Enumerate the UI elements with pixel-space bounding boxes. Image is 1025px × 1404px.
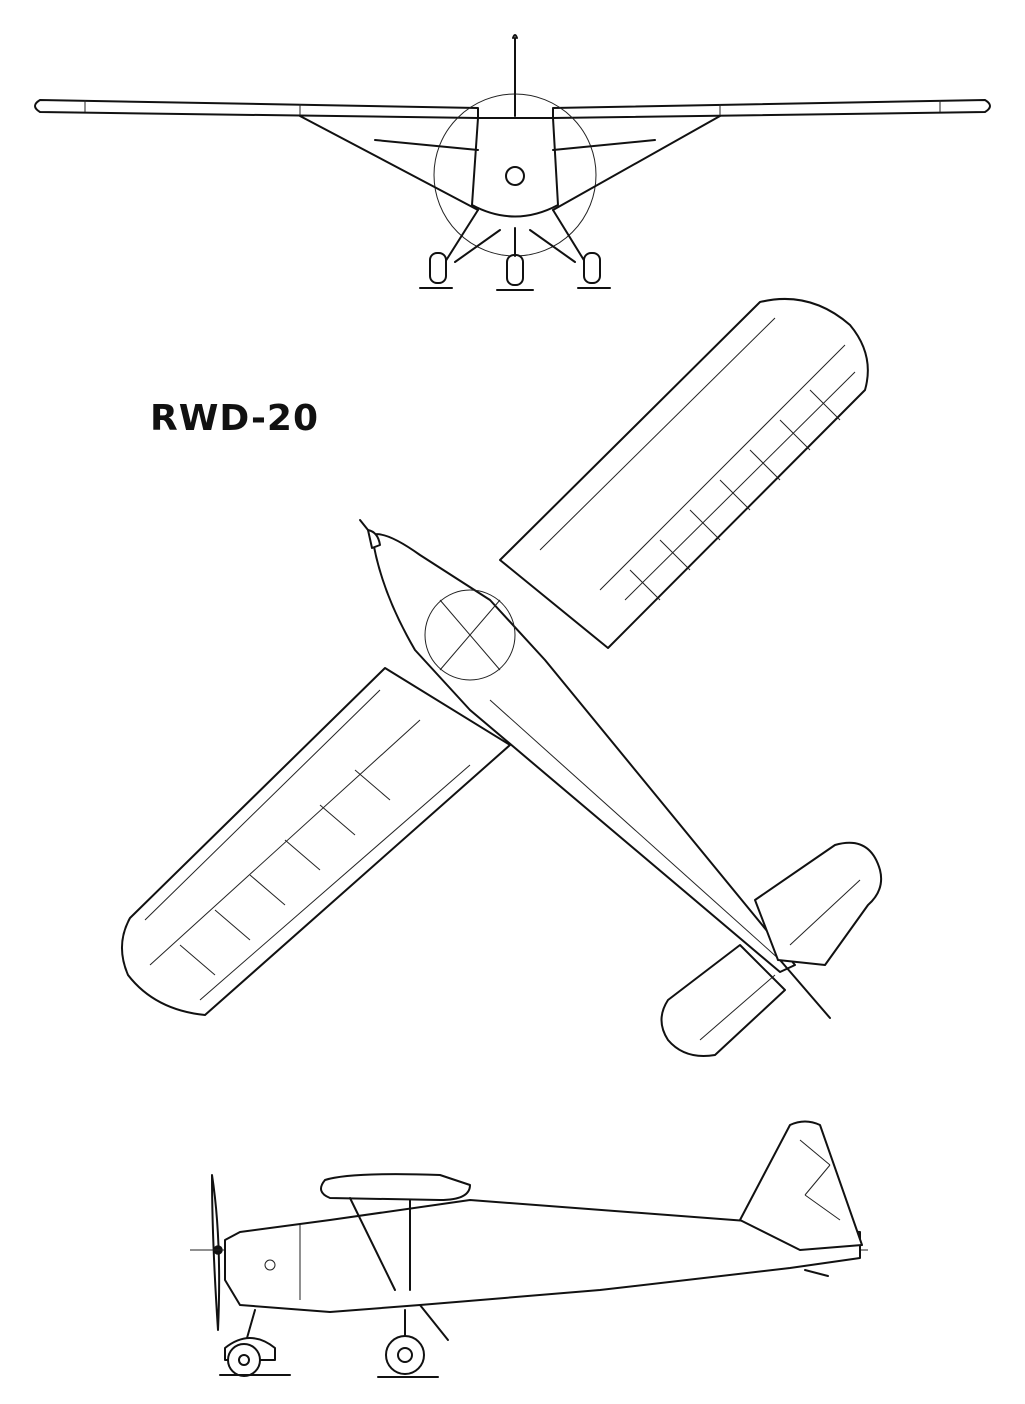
top-view-left-wing bbox=[121, 667, 511, 1016]
front-view-struts bbox=[299, 115, 721, 211]
top-view-right-wing bbox=[499, 297, 869, 649]
side-view-fuselage bbox=[224, 1199, 861, 1313]
top-view-fuselage bbox=[359, 519, 831, 1019]
front-view-left-wing bbox=[34, 99, 479, 119]
front-view-landing-gear bbox=[419, 209, 611, 291]
aircraft-designation-title: RWD-20 bbox=[150, 398, 320, 439]
side-view-wing bbox=[320, 1173, 471, 1291]
top-view-right-stabilizer bbox=[754, 841, 883, 966]
top-view-left-stabilizer bbox=[660, 944, 786, 1057]
front-view-right-wing bbox=[552, 99, 991, 119]
side-view-landing-gear bbox=[219, 1304, 449, 1378]
side-view-tail-fin bbox=[739, 1120, 863, 1277]
